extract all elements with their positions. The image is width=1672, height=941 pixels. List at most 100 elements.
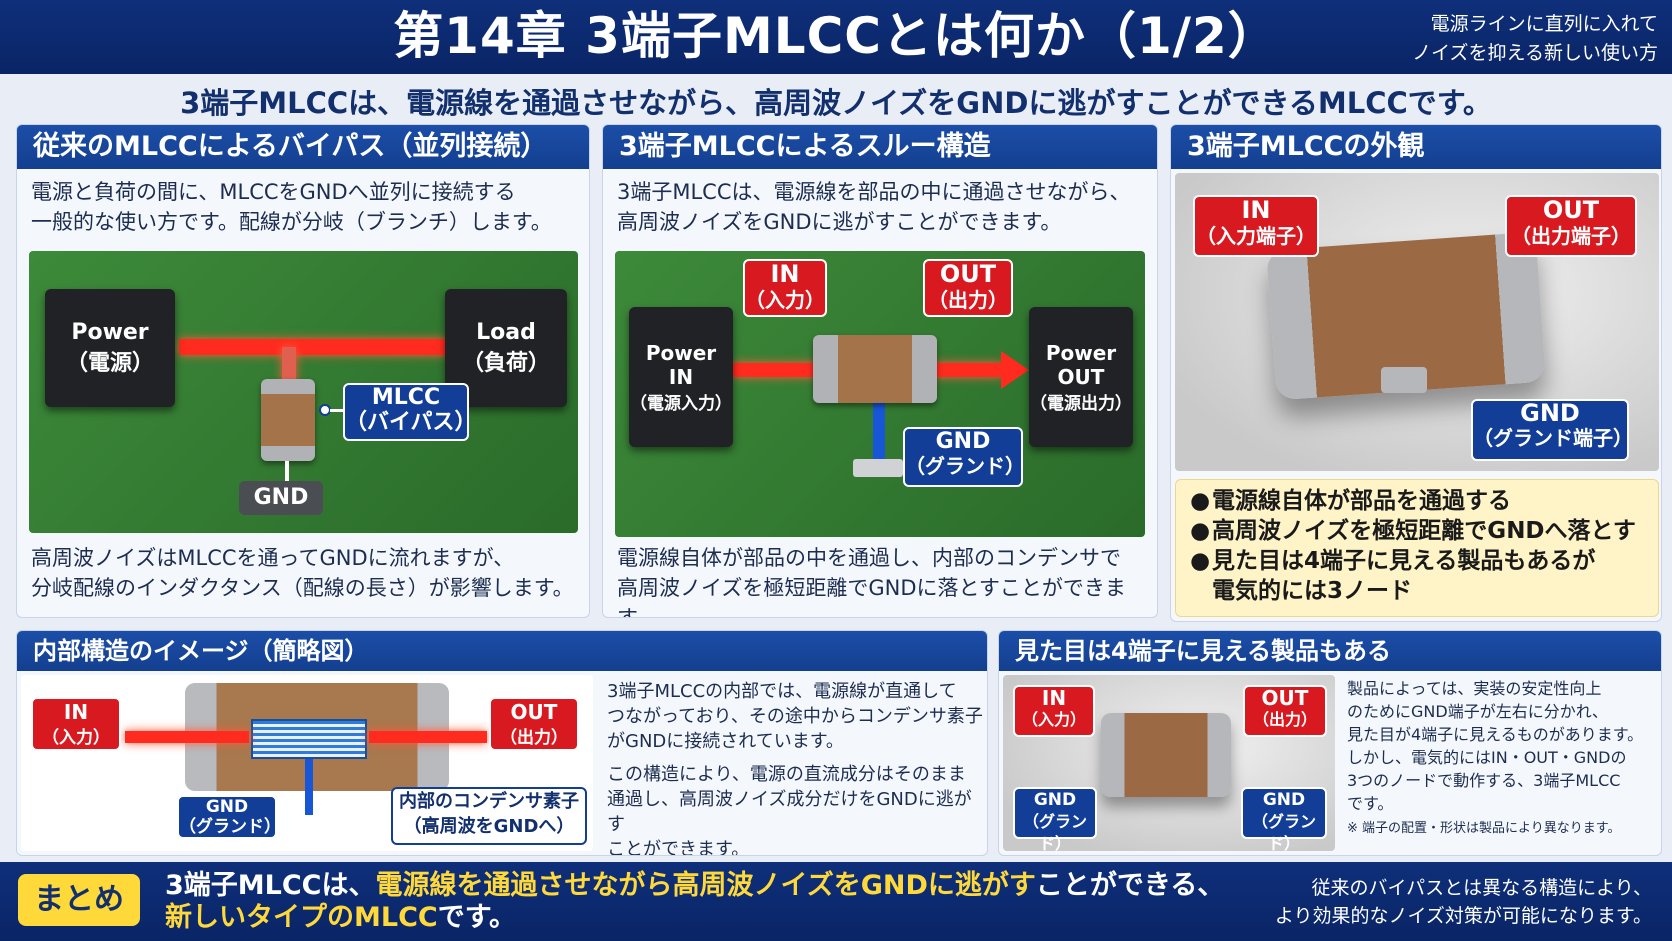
power-chip: Power （電源） <box>45 289 175 407</box>
capacitor-plates <box>251 719 367 759</box>
bullet-icon: ● <box>1190 518 1211 544</box>
header-subtitle-line1: 電源ラインに直列に入れて <box>1430 13 1658 35</box>
key-point: ●見た目は4端子に見える製品もあるが <box>1190 546 1644 576</box>
panel-bypass-desc: 電源と負荷の間に、MLCCをGNDへ並列に接続する 一般的な使い方です。配線が分… <box>17 177 589 237</box>
gnd-tag-through-sub: （グランド） <box>905 454 1025 478</box>
internal-text-line: 3端子MLCCの内部では、電源線が直通して <box>607 681 957 702</box>
power-chip-label: Power <box>71 319 149 345</box>
panel-through: 3端子MLCCによるスルー構造 3端子MLCCは、電源線を部品の中に通過させなが… <box>602 124 1158 618</box>
four-in-label: IN <box>1041 686 1067 710</box>
panel-through-desc-line2: 高周波ノイズをGNDに逃がすことができます。 <box>617 210 1062 234</box>
key-point: ●高周波ノイズを極短距離でGNDへ落とす <box>1190 516 1644 546</box>
four-in-sub: （入力） <box>1021 710 1086 729</box>
pcb-through: Power IN （電源入力） Power OUT （電源出力） IN （入力）… <box>615 251 1145 537</box>
in-tag-sub: （入力） <box>745 288 825 312</box>
power-chip-sub: （電源） <box>65 350 154 376</box>
panel-through-foot: 電源線自体が部品の中を通過し、内部のコンデンサで 高周波ノイズを極短距離でGND… <box>603 543 1157 618</box>
power-out-label1: Power <box>1045 340 1117 365</box>
pcb-bypass: Power （電源） Load （負荷） GND MLCC （バイパス） <box>29 251 578 533</box>
mlcc-photo-gnd-pad <box>1381 367 1427 393</box>
panel-bypass-desc-line1: 電源と負荷の間に、MLCCをGNDへ並列に接続する <box>31 180 516 204</box>
out-tag-sub: （出力） <box>928 288 1008 312</box>
internal-gnd-tag: GND （グランド） <box>177 795 281 839</box>
power-out-label2: OUT <box>1057 364 1105 389</box>
key-point-text: 見た目は4端子に見える製品もあるが <box>1212 548 1596 574</box>
panel-bypass-foot-line2: 分岐配線のインダクタンス（配線の長さ）が影響します。 <box>31 576 574 600</box>
mlcc-photo: IN （入力端子） OUT （出力端子） GND （グランド端子） <box>1175 173 1659 471</box>
panel-bypass: 従来のMLCCによるバイパス（並列接続） 電源と負荷の間に、MLCCをGNDへ並… <box>16 124 590 618</box>
panel-appearance: 3端子MLCCの外観 IN （入力端子） OUT （出力端子） GND （グラン… <box>1170 124 1662 622</box>
input-trace <box>733 363 817 377</box>
key-point: 電気的には3ノード <box>1190 576 1644 606</box>
four-text-line: しかし、電気的にはIN・OUT・GNDの <box>1347 748 1627 767</box>
gnd-terminal-sub: （グランド端子） <box>1473 426 1633 450</box>
four-in-tag: IN （入力） <box>1013 685 1095 737</box>
summary-side-line1: 従来のバイパスとは異なる構造により、 <box>1311 877 1652 899</box>
panel-bypass-foot-line1: 高周波ノイズはMLCCを通ってGNDに流れますが、 <box>31 546 515 570</box>
out-tag: OUT （出力） <box>923 259 1013 317</box>
power-in-label1: Power <box>645 340 717 365</box>
summary-side-note: 従来のバイパスとは異なる構造により、 より効果的なノイズ対策が可能になります。 <box>1275 874 1652 930</box>
internal-gnd-lead <box>305 759 313 815</box>
load-chip-sub: （負荷） <box>461 350 550 376</box>
panel-through-foot-line1: 電源線自体が部品の中を通過し、内部のコンデンサで <box>617 546 1121 570</box>
four-terminal-photo: IN （入力） OUT （出力） GND （グランド） GND （グランド） <box>1003 675 1335 851</box>
gnd-tag-through-label: GND <box>935 429 991 454</box>
capacitor-tag-label: 内部のコンデンサ素子 <box>399 791 579 812</box>
panel-internal-title: 内部構造のイメージ（簡略図） <box>17 631 987 671</box>
internal-in-arrow <box>125 731 249 743</box>
internal-out-sub: （出力） <box>500 728 568 748</box>
mlcc-tag-sub: （バイパス） <box>345 410 477 435</box>
four-text-line: です。 <box>1347 794 1394 813</box>
four-text-line: 製品によっては、実装の安定性向上 <box>1347 679 1602 698</box>
load-chip-label: Load <box>476 319 536 345</box>
bullet-icon: ● <box>1190 488 1211 514</box>
four-terminal-body <box>1101 713 1231 797</box>
summary-part: です。 <box>437 902 517 933</box>
panel-bypass-title: 従来のMLCCによるバイパス（並列接続） <box>17 125 589 169</box>
gnd-lead <box>285 461 289 483</box>
panel-four-terminal-text: 製品によっては、実装の安定性向上 のためにGND端子が左右に分かれ、 見た目が4… <box>1347 677 1659 840</box>
panel-through-title: 3端子MLCCによるスルー構造 <box>603 125 1157 169</box>
panel-bypass-foot: 高周波ノイズはMLCCを通ってGNDに流れますが、 分岐配線のインダクタンス（配… <box>17 543 588 603</box>
bypass-mlcc <box>261 379 315 461</box>
panel-four-terminal-title: 見た目は4端子に見える製品もある <box>999 631 1661 671</box>
header-subtitle-line2: ノイズを抑える新しい使い方 <box>1412 42 1658 64</box>
internal-text-line: つながっており、その途中からコンデンサ素子 <box>607 706 983 727</box>
key-point-text: 電気的には3ノード <box>1212 578 1413 604</box>
branch-trace <box>282 347 296 383</box>
panel-internal-text: 3端子MLCCの内部では、電源線が直通して つながっており、その途中からコンデン… <box>607 679 983 855</box>
gnd-tag: GND <box>239 481 323 515</box>
four-out-label: OUT <box>1261 686 1309 710</box>
gnd-tag-through: GND （グランド） <box>903 427 1025 487</box>
four-gnd-left-tag: GND （グランド） <box>1013 787 1097 851</box>
four-gnd-right-sub: （グランド） <box>1251 812 1316 851</box>
in-terminal-tag: IN （入力端子） <box>1193 195 1319 257</box>
internal-in-tag: IN （入力） <box>31 697 121 751</box>
output-trace <box>933 363 1003 377</box>
internal-out-arrow <box>369 731 487 743</box>
four-out-tag: OUT （出力） <box>1243 685 1327 737</box>
summary-text: 3端子MLCCは、電源線を通過させながら高周波ノイズをGNDに逃がすことができる… <box>165 870 1265 934</box>
summary-part: 3端子MLCCは、 <box>165 870 376 901</box>
out-tag-label: OUT <box>939 260 997 288</box>
summary-side-line2: より効果的なノイズ対策が可能になります。 <box>1274 905 1652 927</box>
panel-through-foot-line2: 高周波ノイズを極短距離でGNDに落とすことができます。 <box>617 576 1126 618</box>
internal-gnd-label: GND <box>205 797 249 817</box>
out-terminal-label: OUT <box>1542 196 1600 224</box>
mlcc-tag-label: MLCC <box>371 385 441 410</box>
key-point-text: 電源線自体が部品を通過する <box>1212 488 1511 514</box>
out-terminal-sub: （出力端子） <box>1511 224 1631 248</box>
mlcc-pointer-line <box>330 409 346 412</box>
page-title: 第14章 3端子MLCCとは何か（1/2） <box>393 7 1279 65</box>
summary-highlight: 新しいタイプのMLCC <box>165 902 438 933</box>
key-points-box: ●電源線自体が部品を通過する ●高周波ノイズを極短距離でGNDへ落とす ●見た目… <box>1175 479 1659 617</box>
power-out-sub: （電源出力） <box>1030 393 1132 414</box>
gnd-terminal-tag: GND （グランド端子） <box>1471 399 1633 461</box>
gnd-trace <box>873 401 885 465</box>
mlcc-tag: MLCC （バイパス） <box>343 383 477 441</box>
panel-appearance-title: 3端子MLCCの外観 <box>1171 125 1661 169</box>
summary-badge: まとめ <box>18 874 140 926</box>
power-in-chip: Power IN （電源入力） <box>629 307 733 447</box>
lead-text: 3端子MLCCは、電源線を通過させながら、高周波ノイズをGNDに逃がすことができ… <box>180 86 1492 120</box>
